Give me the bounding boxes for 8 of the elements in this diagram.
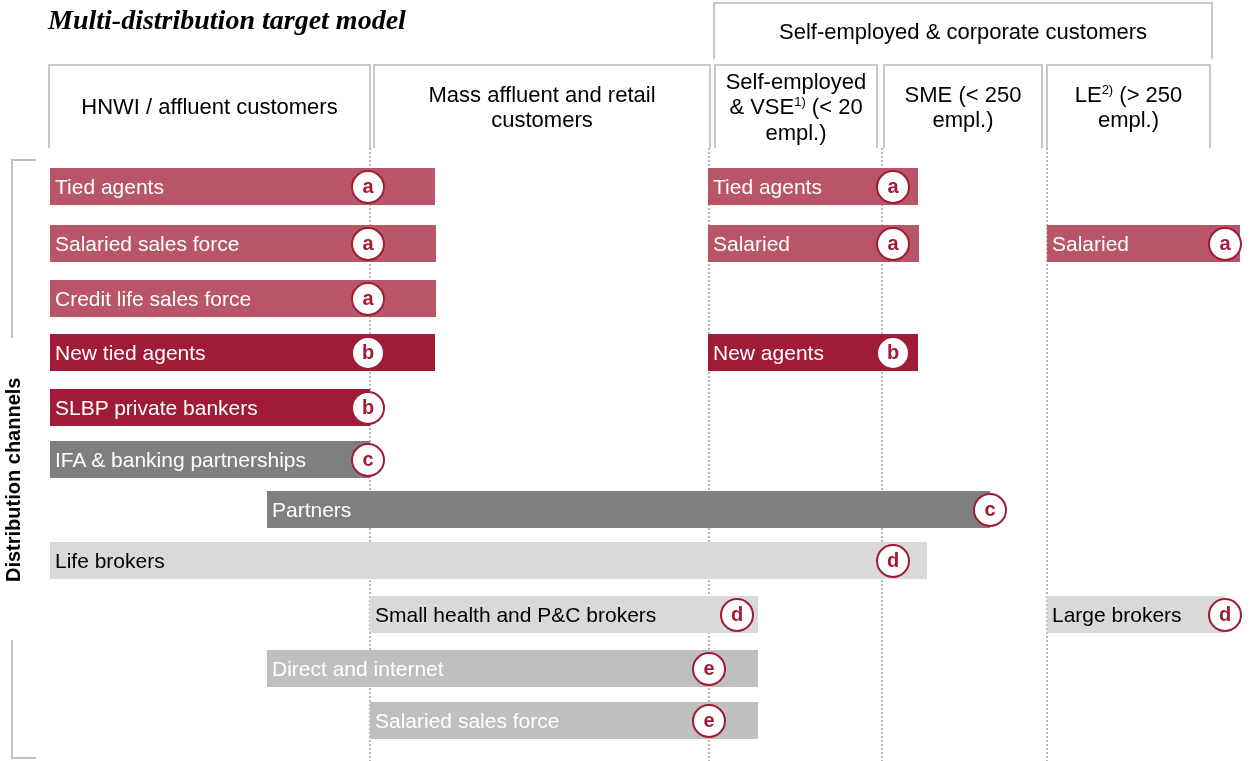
axis-label: Distribution channels: [2, 376, 25, 585]
column-header: SME (< 250 empl.): [883, 64, 1043, 148]
column-header: Mass affluent and retail customers: [373, 64, 711, 148]
column-header: HNWI / affluent customers: [48, 64, 371, 148]
column-header: LE$^{2)}$ (> 250 empl.): [1046, 64, 1211, 148]
column-header: Self-employed & VSE$^{1)}$ (< 20 empl.): [714, 64, 878, 148]
column-header: Self-employed & corporate customers: [713, 2, 1213, 59]
title: Multi-distribution target model: [48, 4, 406, 36]
